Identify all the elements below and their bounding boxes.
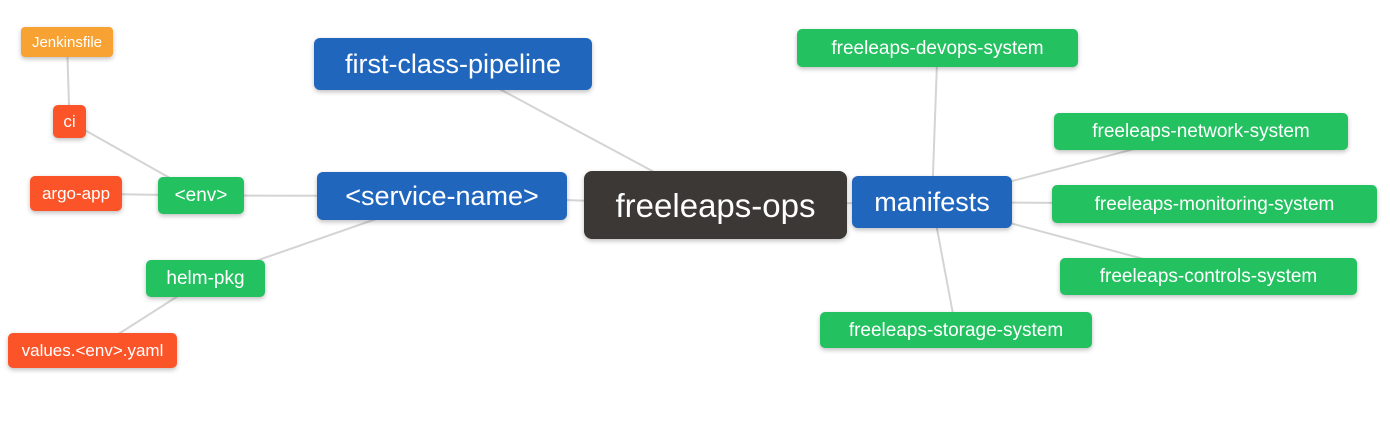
node-freeleaps-controls-system[interactable]: freeleaps-controls-system [1060,258,1357,295]
node-label: argo-app [41,184,111,203]
node-label: <env> [174,185,228,206]
node-service-name[interactable]: <service-name> [317,172,567,220]
node-env[interactable]: <env> [158,177,244,214]
node-label: Jenkinsfile [31,33,103,51]
node-ci[interactable]: ci [53,105,86,138]
node-label: freeleaps-ops [615,186,816,224]
node-helm-pkg[interactable]: helm-pkg [146,260,265,297]
node-argo-app[interactable]: argo-app [30,176,122,211]
node-freeleaps-storage-system[interactable]: freeleaps-storage-system [820,312,1092,348]
node-label: freeleaps-storage-system [848,319,1064,341]
node-label: first-class-pipeline [344,48,562,79]
node-values-env-yaml[interactable]: values.<env>.yaml [8,333,177,368]
node-label: ci [63,112,76,131]
node-label: freeleaps-controls-system [1099,266,1318,287]
node-label: freeleaps-network-system [1092,121,1310,142]
node-jenkinsfile[interactable]: Jenkinsfile [21,27,113,57]
node-label: freeleaps-devops-system [831,37,1044,59]
node-first-class-pipeline[interactable]: first-class-pipeline [314,38,592,90]
node-label: manifests [874,186,990,217]
node-freeleaps-devops-system[interactable]: freeleaps-devops-system [797,29,1078,67]
node-freeleaps-monitoring-system[interactable]: freeleaps-monitoring-system [1052,185,1377,223]
node-label: values.<env>.yaml [21,341,164,360]
node-freeleaps-network-system[interactable]: freeleaps-network-system [1054,113,1348,150]
node-label: freeleaps-monitoring-system [1094,193,1335,215]
node-manifests[interactable]: manifests [852,176,1012,228]
node-label: helm-pkg [166,268,245,289]
node-freeleaps-ops[interactable]: freeleaps-ops [584,171,847,239]
node-label: <service-name> [345,180,539,211]
